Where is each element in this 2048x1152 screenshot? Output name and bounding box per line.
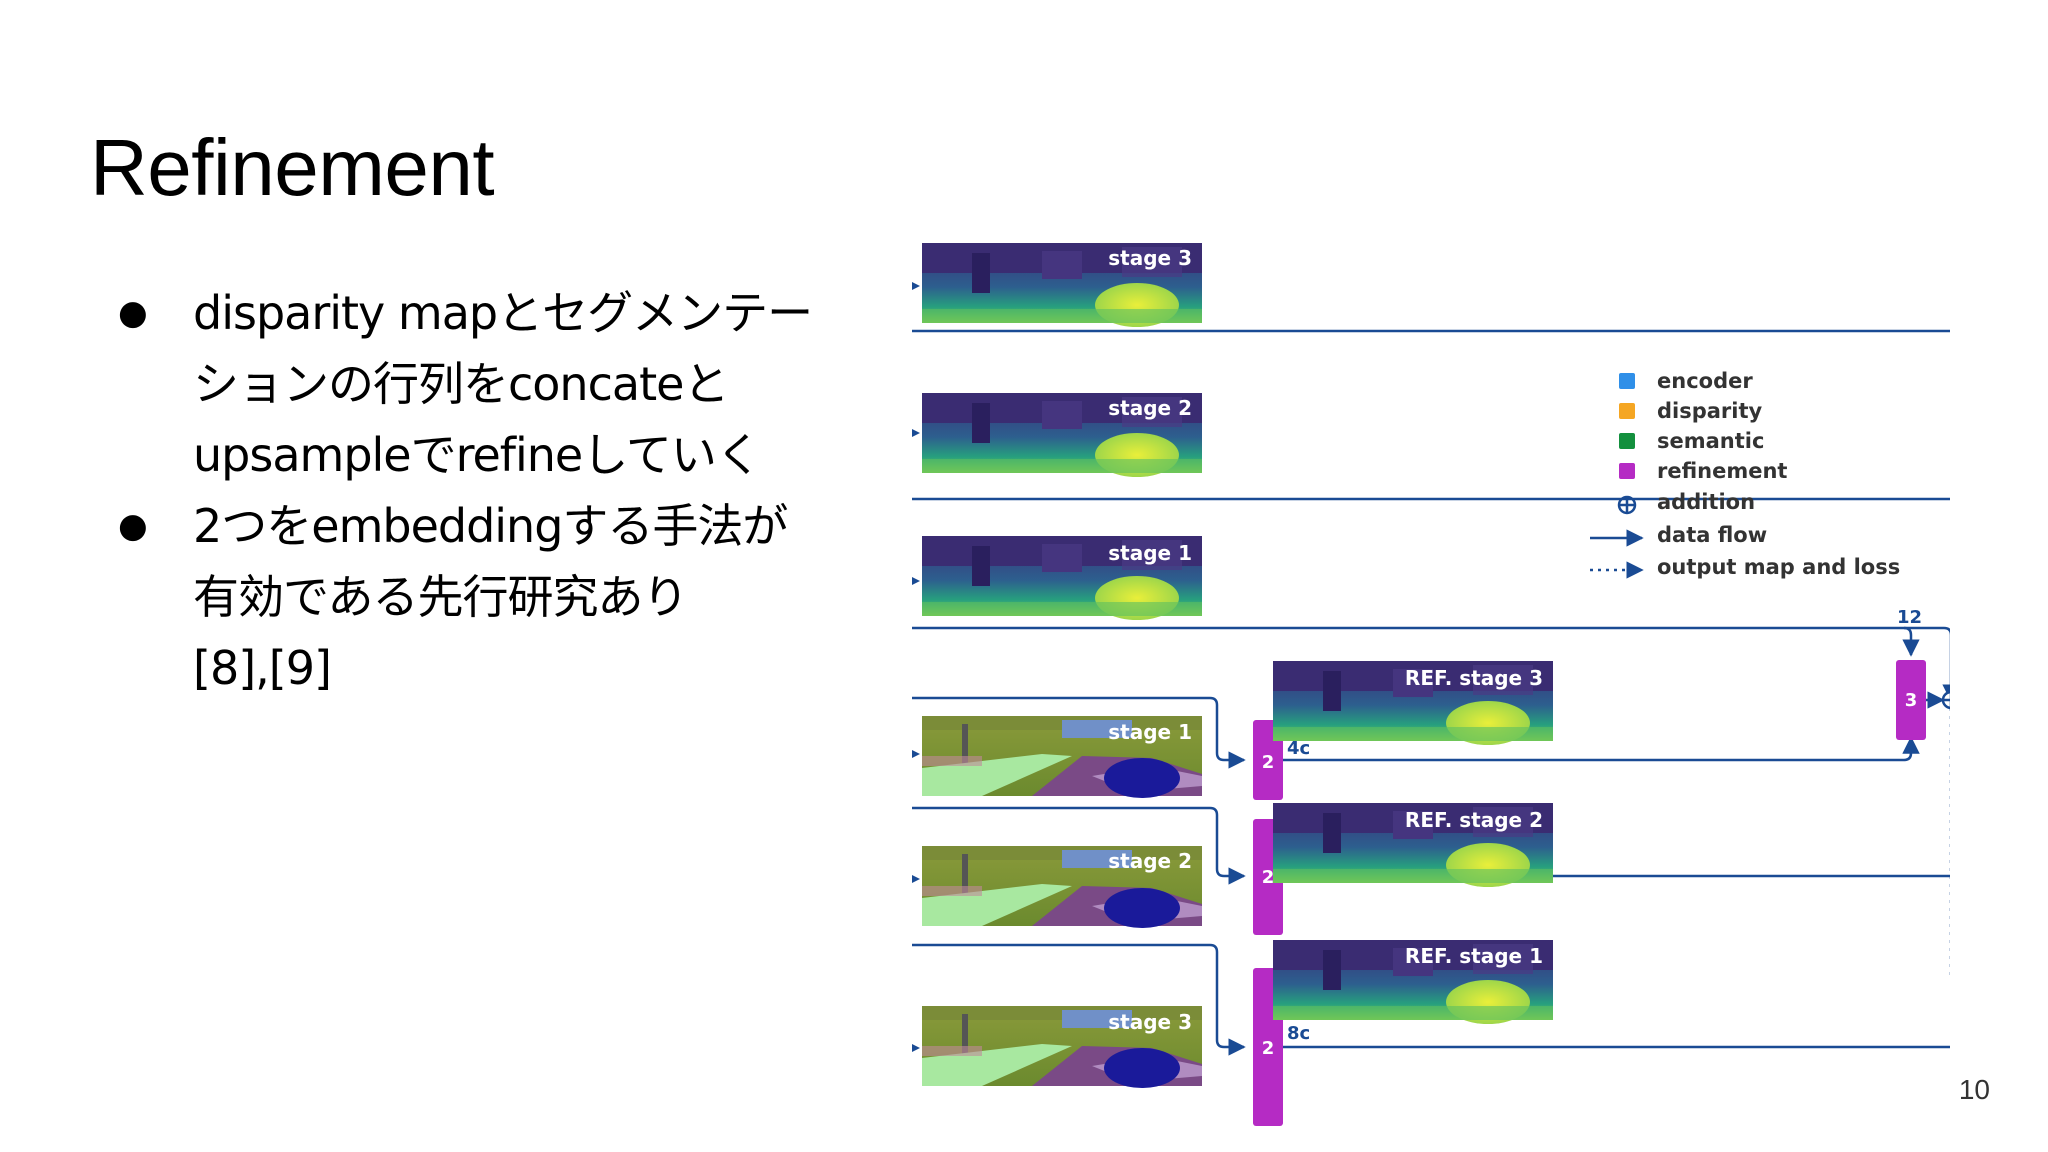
bullet-dot: ●	[118, 293, 148, 333]
legend-label: refinement	[1657, 459, 1787, 483]
map-label: REF. stage 3	[1405, 666, 1543, 690]
legend-label: output map and loss	[1657, 555, 1900, 579]
bullet-item-2: ● 2つをembeddingする手法が 有効である先行研究あり [8],[9]	[118, 491, 888, 704]
map-label: REF. stage 2	[1405, 808, 1543, 832]
bullet-line: upsampleでrefineしていく	[193, 428, 762, 482]
bullet-line: 有効である先行研究あり	[193, 570, 689, 624]
data-flow-lines	[912, 329, 1950, 1056]
circle-plus-icon	[1941, 690, 1950, 710]
refine-block-large-1: 3	[1896, 660, 1926, 740]
disparity-input-stage-1: stage 1	[922, 536, 1202, 620]
map-label: stage 3	[1108, 246, 1192, 270]
bullet-dot: ●	[118, 506, 148, 546]
addition-nodes	[1941, 690, 1950, 710]
output-ref-stage-1: REF. stage 1	[1273, 940, 1553, 1024]
channel-label: 4c	[1287, 738, 1310, 759]
bullet-line: [8],[9]	[193, 641, 332, 695]
diagram-canvas: stage 3 stage 2 stage 1 stage 1 stage 2 …	[912, 243, 1950, 1126]
bullet-line: 2つをembeddingする手法が	[193, 499, 788, 553]
refinement-network-diagram: stage 3 stage 2 stage 1 stage 1 stage 2 …	[900, 228, 1950, 1134]
disparity-input-stage-3: stage 3	[922, 243, 1202, 327]
output-ref-stage-2: REF. stage 2	[1273, 803, 1553, 887]
legend-swatch-encoder	[1619, 373, 1635, 389]
page-number: 10	[1958, 1074, 1990, 1105]
legend-swatch-disparity	[1619, 403, 1635, 419]
bullet-line: ションの行列をconcateと	[193, 357, 729, 411]
legend-label: encoder	[1657, 369, 1753, 393]
legend-label: disparity	[1657, 399, 1763, 423]
legend-label: addition	[1657, 490, 1755, 514]
block-label: 2	[1262, 867, 1275, 888]
block-label: 3	[1905, 690, 1918, 711]
map-label: stage 3	[1108, 1010, 1192, 1034]
disparity-input-stage-2: stage 2	[922, 393, 1202, 477]
map-label: REF. stage 1	[1405, 944, 1543, 968]
legend-label: semantic	[1657, 429, 1764, 453]
bullet-item-1: ● disparity mapとセグメンテー ションの行列をconcateと u…	[118, 278, 888, 491]
block-label: 2	[1262, 752, 1275, 773]
map-label: stage 1	[1108, 541, 1192, 565]
block-label: 2	[1262, 1038, 1275, 1059]
semantic-input-stage-3: stage 3	[922, 1006, 1202, 1088]
line-count-label: 12	[1897, 607, 1922, 628]
legend-swatch-semantic	[1619, 433, 1635, 449]
circle-plus-icon	[1617, 495, 1637, 515]
map-label: stage 2	[1108, 849, 1192, 873]
legend-swatch-refinement	[1619, 463, 1635, 479]
legend-label: data flow	[1657, 523, 1767, 547]
channel-label: 8c	[1287, 1023, 1310, 1044]
semantic-input-stage-1: stage 1	[922, 716, 1202, 798]
map-label: stage 2	[1108, 396, 1192, 420]
semantic-input-stage-2: stage 2	[922, 846, 1202, 928]
output-ref-stage-3: REF. stage 3	[1273, 661, 1553, 745]
legend: encoder disparity semantic refinement ad…	[1590, 369, 1900, 579]
bullet-list: ● disparity mapとセグメンテー ションの行列をconcateと u…	[118, 278, 888, 704]
map-label: stage 1	[1108, 720, 1192, 744]
bullet-line: disparity mapとセグメンテー	[193, 286, 813, 340]
input-arrowheads	[912, 282, 920, 1052]
slide-title: Refinement	[90, 123, 495, 212]
